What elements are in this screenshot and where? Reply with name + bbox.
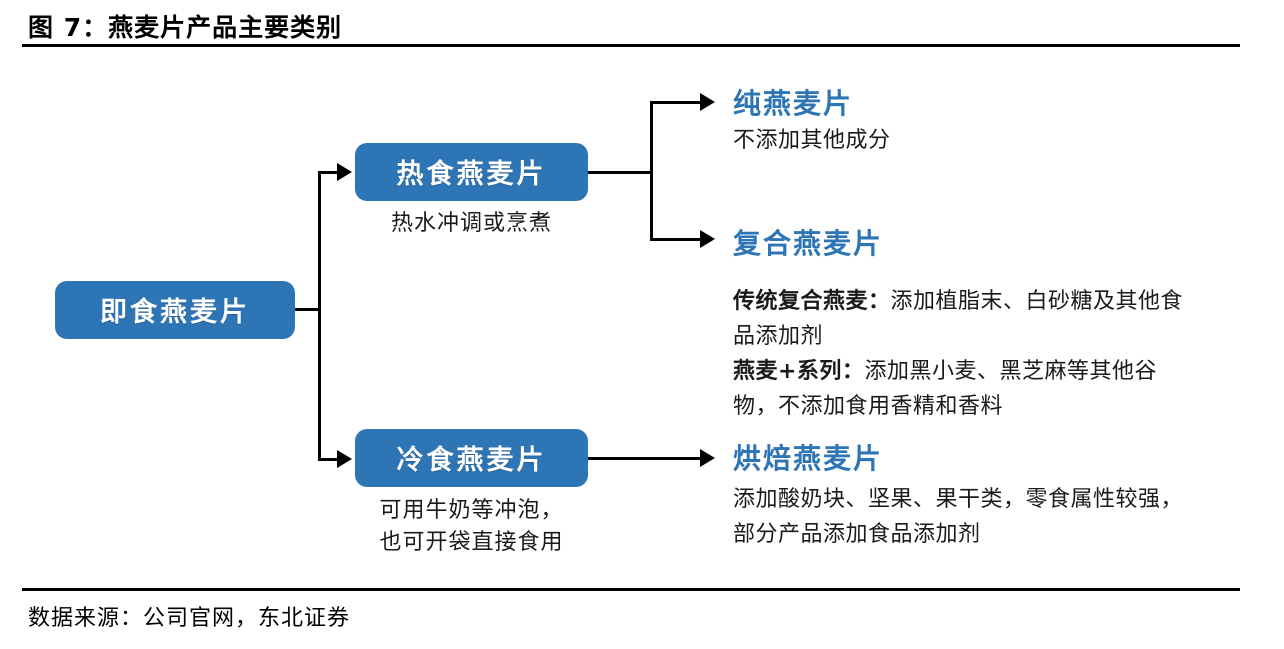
connector-root-stub (295, 308, 321, 311)
connector-hot-to-pure (650, 101, 702, 104)
leaf-title-pure-oats: 纯燕麦片 (733, 87, 854, 120)
source-note: 数据来源：公司官网，东北证券 (28, 606, 351, 631)
arrowhead-to-hot-icon (337, 163, 352, 181)
leaf-body-line: 添加酸奶块、坚果、果干类，零食属性较强，部分产品添加食品添加剂 (733, 487, 1184, 547)
leaf-title-compound-oats: 复合燕麦片 (733, 227, 884, 260)
connector-hot-vertical (650, 101, 653, 241)
title-divider (22, 44, 1240, 47)
caption-hot-oats: 热水冲调或烹煮 (390, 211, 552, 236)
arrowhead-to-cold-icon (337, 450, 352, 468)
connector-root-to-hot (318, 171, 339, 174)
leaf-body-line: 传统复合燕麦：添加植脂末、白砂糖及其他食品添加剂 (733, 289, 1184, 349)
leaf-title-baked-oats: 烘焙燕麦片 (733, 442, 884, 475)
connector-root-to-cold (318, 458, 339, 461)
arrowhead-to-baked-icon (700, 449, 715, 467)
leaf-body-pure-oats: 不添加其他成分 (733, 123, 1203, 158)
leaf-body-baked-oats: 添加酸奶块、坚果、果干类，零食属性较强，部分产品添加食品添加剂 (733, 482, 1188, 552)
connector-hot-stub (588, 171, 653, 174)
node-hot-oats[interactable]: 热食燕麦片 (355, 143, 588, 201)
leaf-body-line: 不添加其他成分 (733, 128, 891, 153)
connector-cold-to-baked (588, 457, 702, 460)
connector-root-vertical (318, 171, 321, 461)
arrowhead-to-compound-icon (700, 230, 715, 248)
connector-hot-to-compound (650, 238, 702, 241)
page-title: 图 7：燕麦片产品主要类别 (28, 13, 343, 42)
arrowhead-to-pure-icon (700, 93, 715, 111)
source-divider (22, 588, 1240, 591)
caption-cold-oats: 可用牛奶等冲泡， 也可开袋直接食用 (379, 498, 564, 555)
node-root-instant-oats[interactable]: 即食燕麦片 (55, 281, 295, 339)
leaf-body-line: 燕麦+系列：添加黑小麦、黑芝麻等其他谷物，不添加食用香精和香料 (733, 359, 1157, 419)
node-cold-oats[interactable]: 冷食燕麦片 (355, 429, 588, 487)
leaf-body-compound-oats: 传统复合燕麦：添加植脂末、白砂糖及其他食品添加剂燕麦+系列：添加黑小麦、黑芝麻等… (733, 284, 1188, 424)
